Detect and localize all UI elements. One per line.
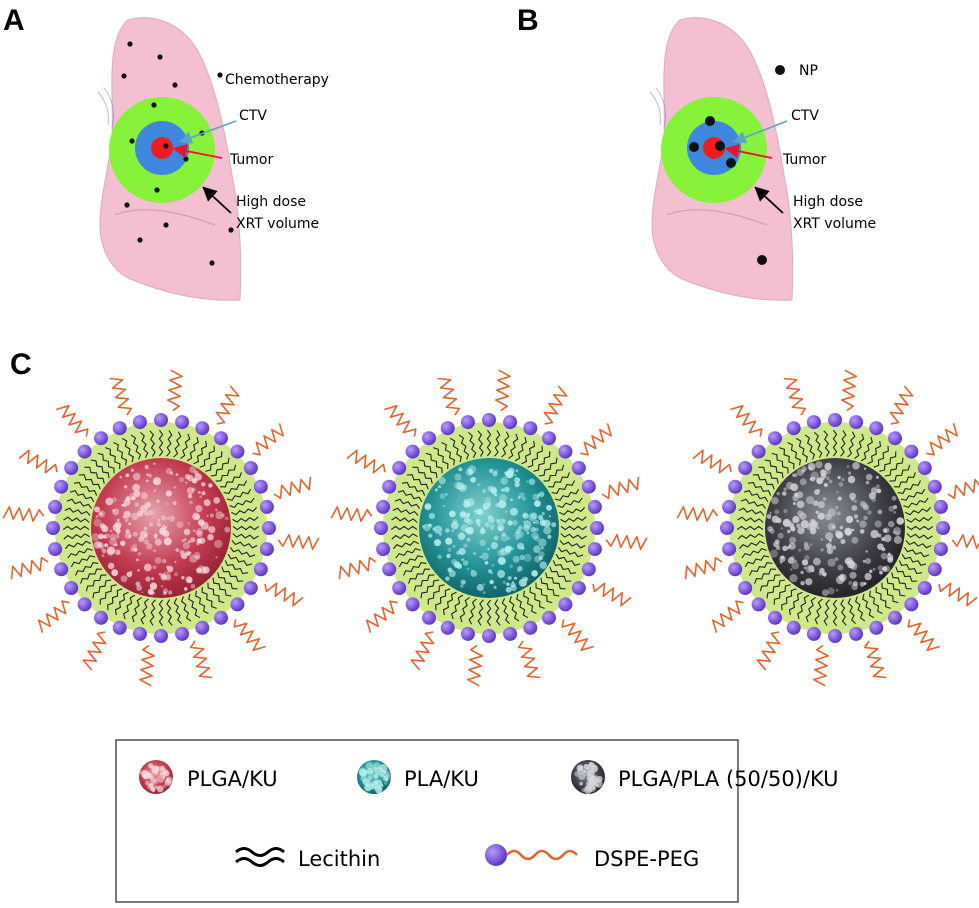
legend-label-dspe-peg: DSPE-PEG [594,847,699,871]
high-dose-label-b-line1: High dose [793,194,863,210]
high-dose-arrow-b [754,186,784,214]
panel-b-letter: B [517,4,539,37]
legend-swatch-pla-ku [357,760,391,794]
high-dose-label-a-line1: High dose [236,194,306,210]
panel-a-letter: A [3,4,25,37]
legend-label-plga-ku: PLGA/KU [187,767,278,791]
panel-b: B NP CTV Tumor High dose XRT volume [517,4,876,301]
ctv-arrow-b [733,120,788,144]
np-label: NP [799,63,818,79]
high-dose-label-a-line2: XRT volume [236,216,319,232]
tumor-arrow-b [724,144,773,159]
lung-a-vessels [97,87,115,129]
nanoparticle-plga-pla-ku [676,369,979,687]
panel-a: A Chemotherapy CTV Tumor High dose XRT v… [3,4,329,301]
ctv-arrow-a [178,120,237,144]
lung-a-lobe-line [114,209,216,226]
chemo-label: Chemotherapy [225,72,329,88]
nanoparticle-pla-ku [330,369,648,687]
lung-b-lobe-line [666,209,768,226]
ctv-label-a: CTV [239,108,267,124]
legend-label-pla-ku: PLA/KU [404,767,479,791]
legend-swatch-plga-ku [139,760,173,794]
high-dose-label-b-line2: XRT volume [793,216,876,232]
dspe-peg-tail-symbol [506,849,578,861]
dspe-peg-head-symbol [485,844,507,866]
tumor-label-b: Tumor [782,152,827,168]
panel-c-letter: C [10,348,32,381]
np-legend-dot [775,65,785,75]
high-dose-arrow-a [202,186,232,214]
lung-b-vessels [649,87,667,129]
chemo-legend-dot-a [217,72,223,78]
np-dots-b [689,116,767,265]
tumor-a [151,137,173,159]
legend-label-plga-pla-ku: PLGA/PLA (50/50)/KU [618,767,839,791]
legend-box: PLGA/KU PLA/KU PLGA/PLA (50/50)/KU Lecit… [115,739,839,903]
legend-label-lecithin: Lecithin [298,847,380,871]
legend-swatch-plga-pla-ku [571,760,605,794]
tumor-label-a: Tumor [229,152,274,168]
tumor-arrow-a [172,144,223,159]
nanoparticle-plga-ku [2,369,320,687]
panel-c: C [2,348,979,687]
ctv-label-b: CTV [791,108,819,124]
lecithin-symbol [235,847,285,867]
